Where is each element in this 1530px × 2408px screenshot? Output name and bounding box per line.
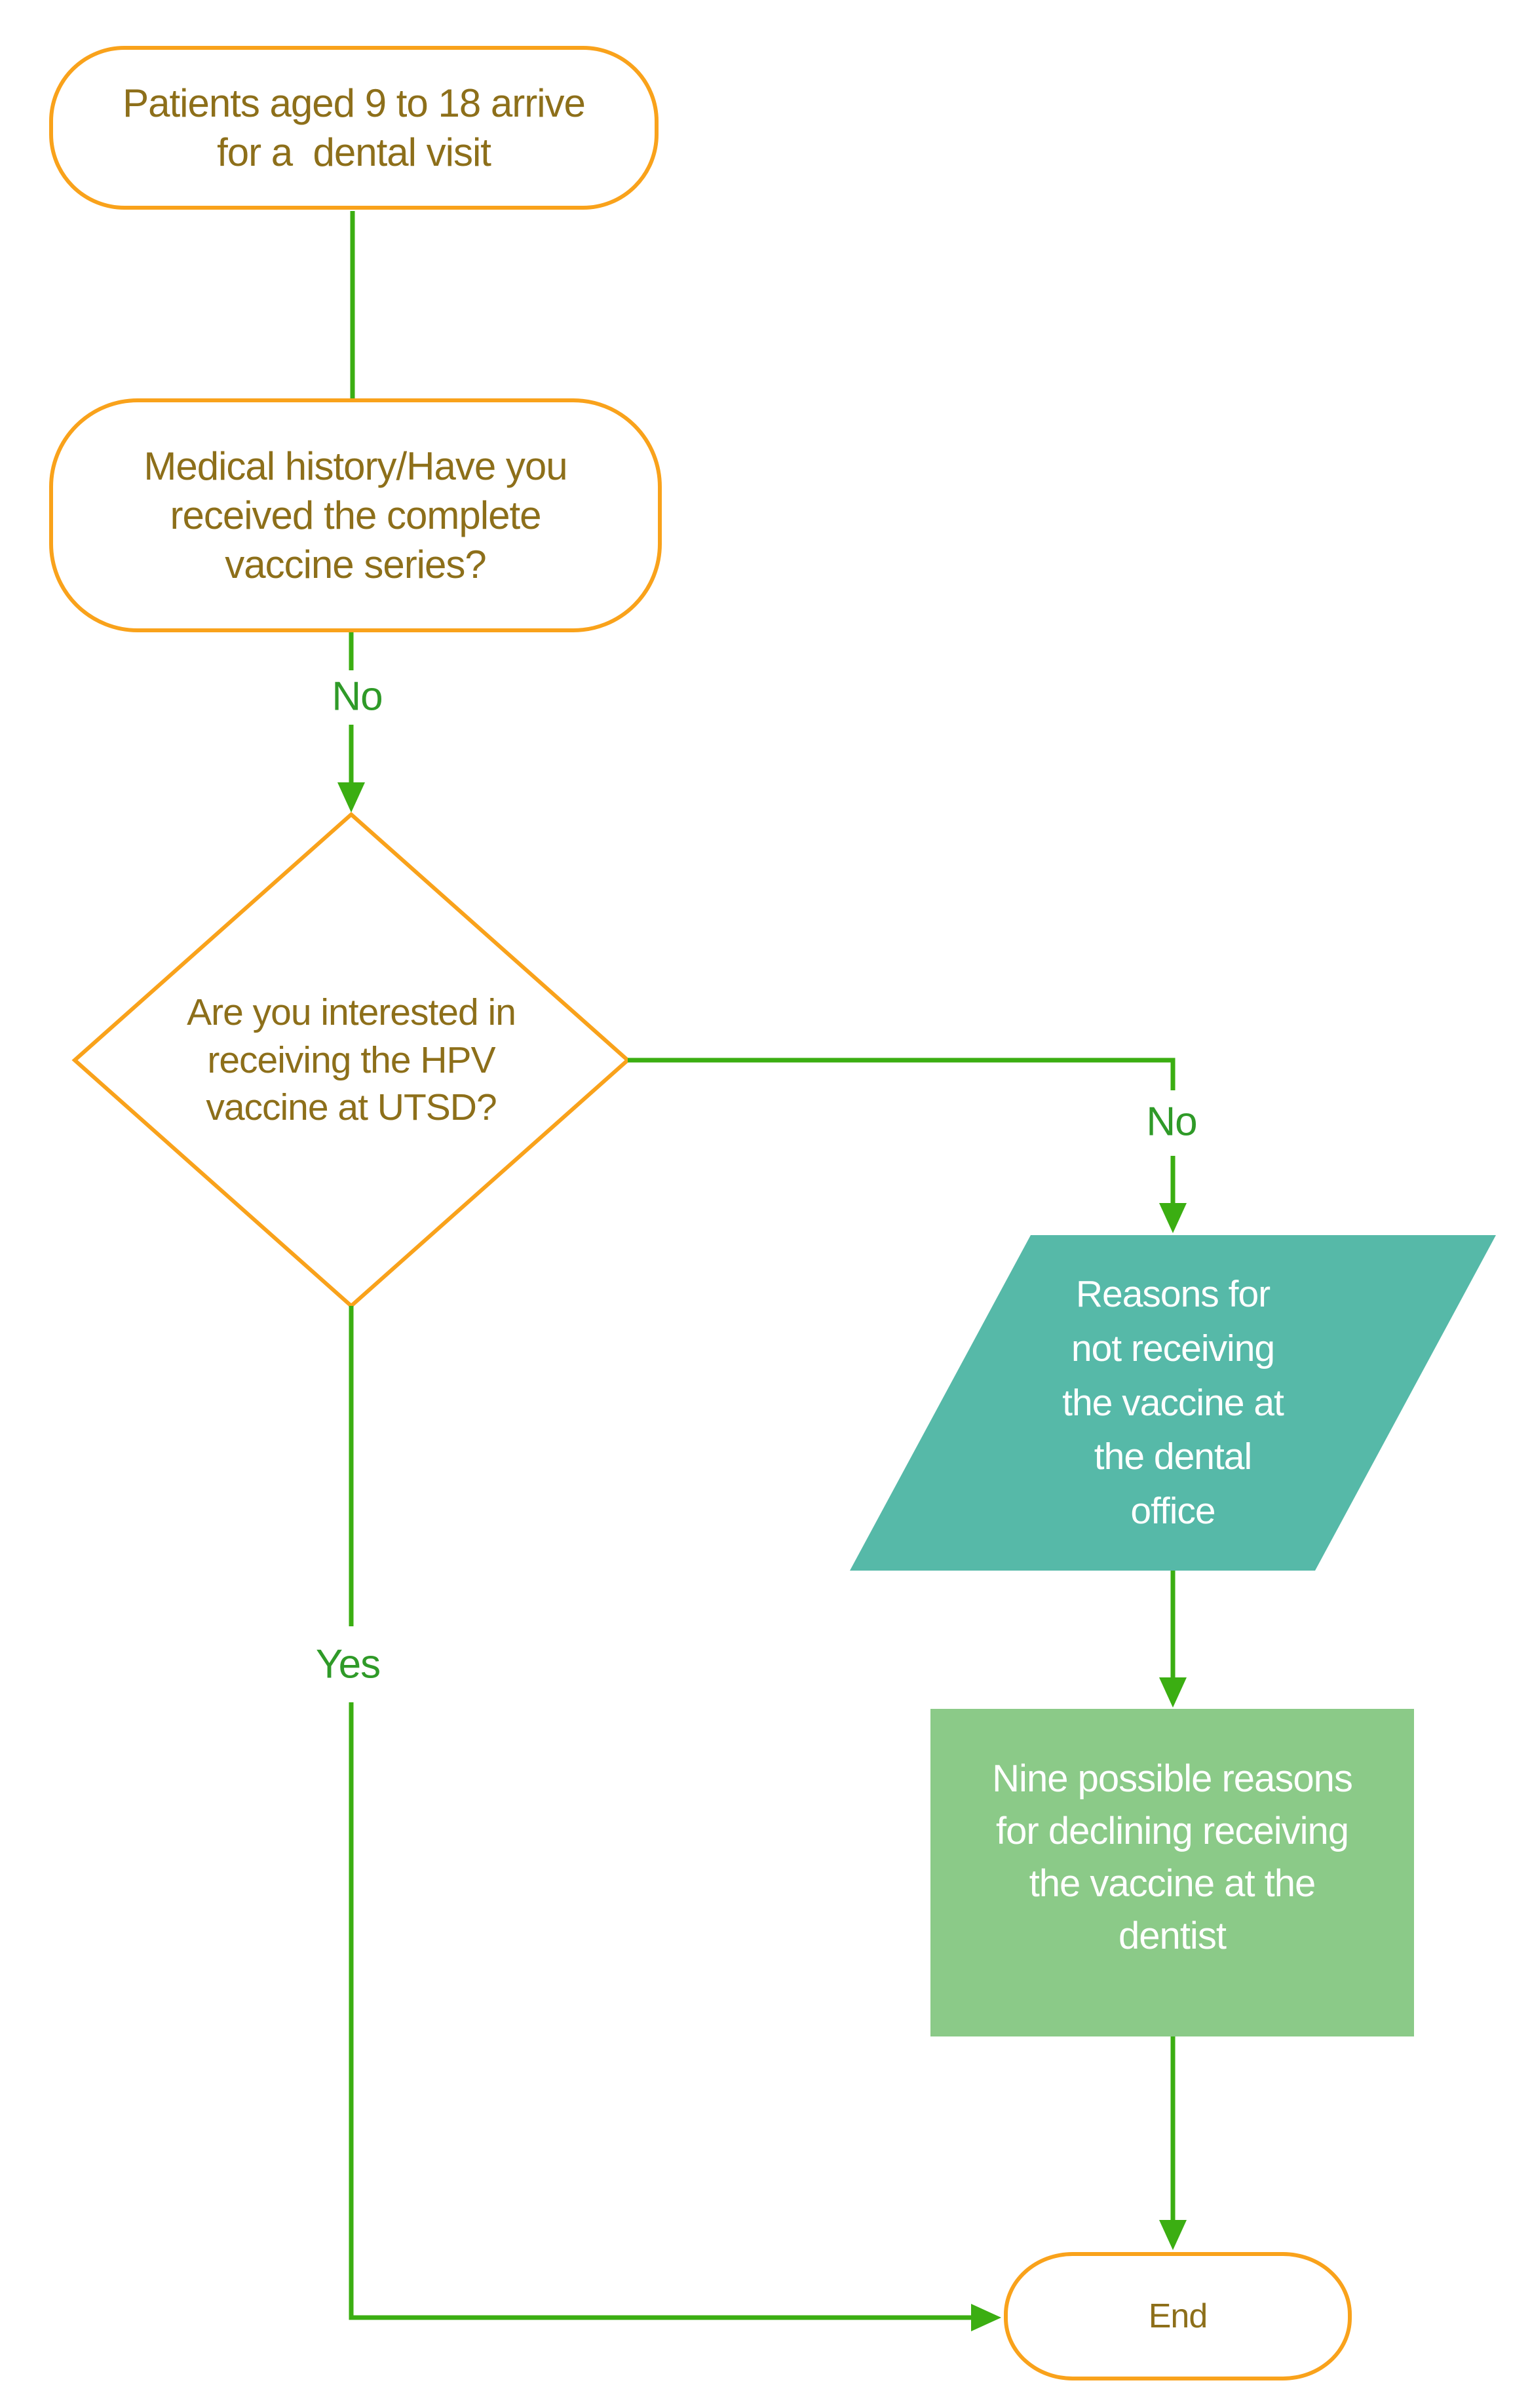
- node-end-terminator: End: [1004, 2252, 1352, 2380]
- node-nine-reasons-text: Nine possible reasons for declining rece…: [992, 1757, 1353, 1958]
- edge-label-history-no: No: [332, 674, 383, 719]
- arrowhead-into-nine: [1159, 1677, 1187, 1708]
- node-reasons-text: Reasons for not receiving the vaccine at…: [1062, 1273, 1284, 1532]
- edge-decision-reasons-elbow: [628, 1058, 1176, 1090]
- node-history-terminator: Medical history/Have you received the co…: [49, 398, 662, 632]
- node-history-text: Medical history/Have you received the co…: [143, 444, 567, 586]
- arrowhead-into-end-top: [1159, 2220, 1187, 2250]
- node-nine-reasons-process: Nine possible reasons for declining rece…: [930, 1709, 1414, 2036]
- arrowhead-into-reasons: [1159, 1203, 1187, 1233]
- arrowhead-into-end-left: [971, 2304, 1001, 2331]
- node-decision-text-block: Are you interested in receiving the HPV …: [122, 949, 581, 1172]
- edge-decision-yes-elbow: [349, 1702, 971, 2320]
- edge-label-decision-no: No: [1146, 1099, 1197, 1145]
- edge-label-decision-yes: Yes: [315, 1641, 381, 1687]
- arrowhead-into-decision: [337, 782, 365, 812]
- node-start-terminator: Patients aged 9 to 18 arrive for a denta…: [49, 46, 659, 210]
- node-start-text: Patients aged 9 to 18 arrive for a denta…: [123, 81, 586, 174]
- reasons-parallelogram-shape: [850, 1235, 1496, 1571]
- node-end-text: End: [1148, 2297, 1208, 2335]
- node-reasons-text-block: Reasons for not receiving the vaccine at…: [944, 1235, 1402, 1571]
- node-decision-text: Are you interested in receiving the HPV …: [187, 991, 516, 1129]
